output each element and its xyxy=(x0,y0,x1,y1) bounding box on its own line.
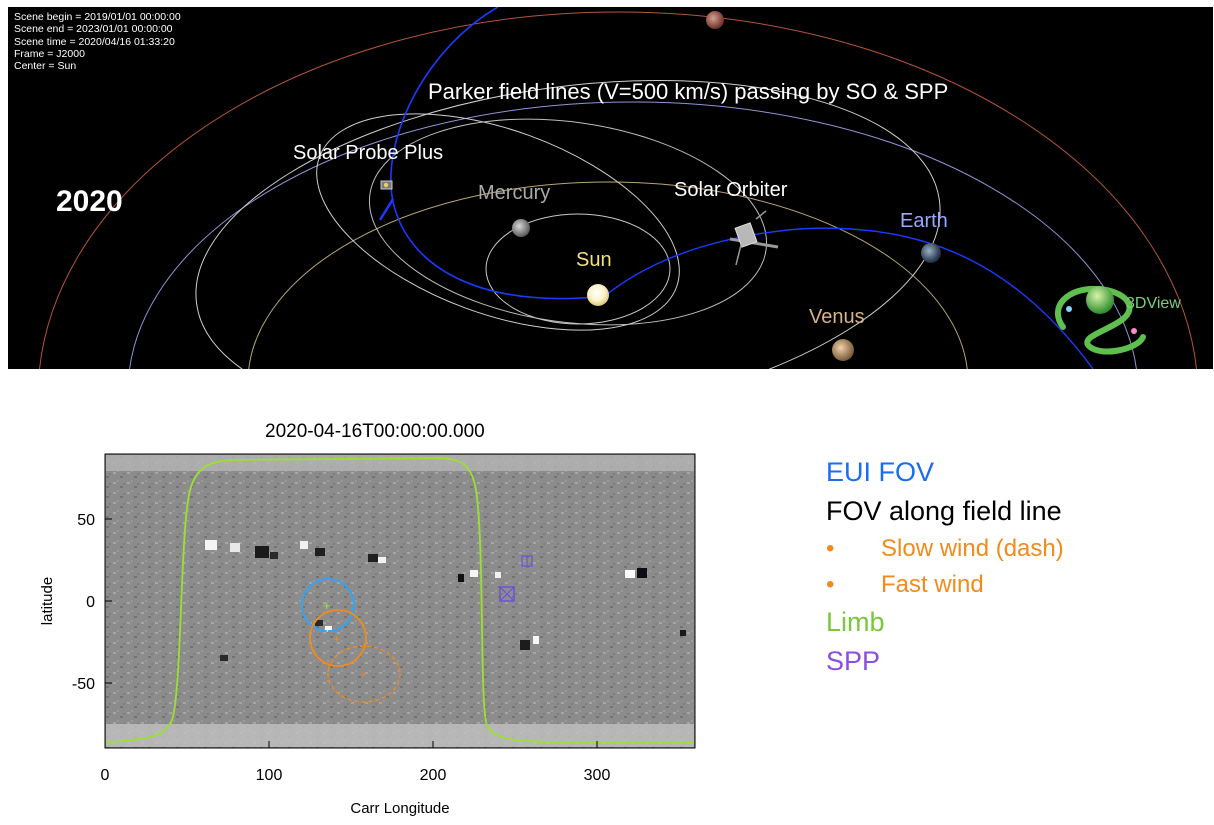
orbit-diagram xyxy=(39,7,1197,369)
earth-icon xyxy=(921,243,941,263)
magnetic-features xyxy=(205,540,686,661)
mercury-label: Mercury xyxy=(478,182,551,204)
earth-orbit xyxy=(129,101,1137,369)
y-tick-minus-50: -50 xyxy=(72,676,95,693)
center-text: Center = Sun xyxy=(14,60,77,73)
legend-spp: SPP xyxy=(826,646,881,676)
legend: EUI FOV FOV along field line • Slow wind … xyxy=(826,453,1064,681)
spp-marker-small-icon xyxy=(521,555,533,567)
synoptic-map: + + + + 50 0 -50 latitude xyxy=(0,440,760,820)
spp-orbit xyxy=(316,113,680,331)
field-line-spp xyxy=(390,7,597,300)
x-axis: 0 100 200 300 Carr Longitude xyxy=(101,741,611,817)
solar-probe-plus-icon xyxy=(380,180,393,190)
eui-fov-center-icon: + xyxy=(323,598,331,613)
limb-contour xyxy=(105,457,694,743)
map-background xyxy=(104,453,696,749)
sun-icon xyxy=(587,284,609,306)
solar-system-3d-view: Scene begin = 2019/01/01 00:00:00 Scene … xyxy=(8,7,1213,369)
y-tick-0: 0 xyxy=(86,594,95,611)
y-axis-label: latitude xyxy=(39,577,56,625)
field-line-spp-tail xyxy=(378,198,395,221)
x-tick-100: 100 xyxy=(256,767,283,784)
scene-end-text: Scene end = 2023/01/01 00:00:00 xyxy=(14,23,173,36)
x-tick-200: 200 xyxy=(420,767,447,784)
x-tick-0: 0 xyxy=(101,767,110,784)
field-line-so xyxy=(605,227,1094,369)
legend-fov-field-line: FOV along field line xyxy=(826,496,1062,526)
legend-limb: Limb xyxy=(826,607,885,637)
legend-bullet-icon: • xyxy=(826,535,835,562)
scene-time-text: Scene time = 2020/04/16 01:33:20 xyxy=(14,35,175,48)
mercury-orbit xyxy=(485,213,671,325)
legend-slow-wind: • Slow wind (dash) xyxy=(826,531,1064,567)
north-polar-band xyxy=(106,455,694,471)
earth-label: Earth xyxy=(900,210,948,232)
mars-icon xyxy=(706,11,724,29)
solar-orbiter-icon xyxy=(729,210,779,266)
solar-orbiter-orbit xyxy=(195,79,941,369)
slow-wind-center-icon: + xyxy=(360,670,366,681)
south-polar-band xyxy=(106,724,694,747)
legend-bullet-icon: • xyxy=(826,571,835,598)
solar-orbiter-label: Solar Orbiter xyxy=(674,179,788,201)
fast-wind-fov-circle xyxy=(309,609,367,667)
frame-text: Frame = J2000 xyxy=(14,47,85,60)
fast-wind-center-icon: + xyxy=(333,632,340,646)
x-axis-label: Carr Longitude xyxy=(350,800,449,817)
legend-slow-wind-label: Slow wind (dash) xyxy=(881,535,1064,562)
spp-marker-large-icon xyxy=(499,586,515,602)
footpoint-marker-icon: + xyxy=(324,624,330,636)
venus-orbit xyxy=(248,181,968,369)
mars-orbit xyxy=(39,11,1197,369)
synoptic-map-plot: + + + + 50 0 -50 latitude xyxy=(39,453,696,817)
year-label: 2020 xyxy=(56,185,123,218)
legend-eui-fov: EUI FOV xyxy=(826,457,935,487)
y-axis: 50 0 -50 latitude xyxy=(39,512,112,693)
scene-begin-text: Scene begin = 2019/01/01 00:00:00 xyxy=(14,11,181,23)
slow-wind-fov-circle xyxy=(327,645,401,703)
scene-info: Scene begin = 2019/01/01 00:00:00 Scene … xyxy=(14,11,181,72)
venus-icon xyxy=(832,339,854,361)
x-tick-300: 300 xyxy=(584,767,611,784)
map-title: 2020-04-16T00:00:00.000 xyxy=(265,421,485,442)
eui-fov-circle xyxy=(301,578,355,632)
3dview-logo-icon xyxy=(1055,285,1146,355)
scene-title: Parker field lines (V=500 km/s) passing … xyxy=(428,79,949,104)
y-tick-50: 50 xyxy=(77,512,95,529)
venus-label: Venus xyxy=(809,306,865,328)
mercury-icon xyxy=(512,219,530,237)
logo-text: 3DView xyxy=(1126,295,1181,312)
legend-fast-wind: • Fast wind xyxy=(826,567,1064,603)
legend-fast-wind-label: Fast wind xyxy=(881,571,984,598)
inner-orbit-a xyxy=(368,118,768,326)
solar-probe-plus-label: Solar Probe Plus xyxy=(293,142,444,164)
sun-label: Sun xyxy=(576,249,612,271)
